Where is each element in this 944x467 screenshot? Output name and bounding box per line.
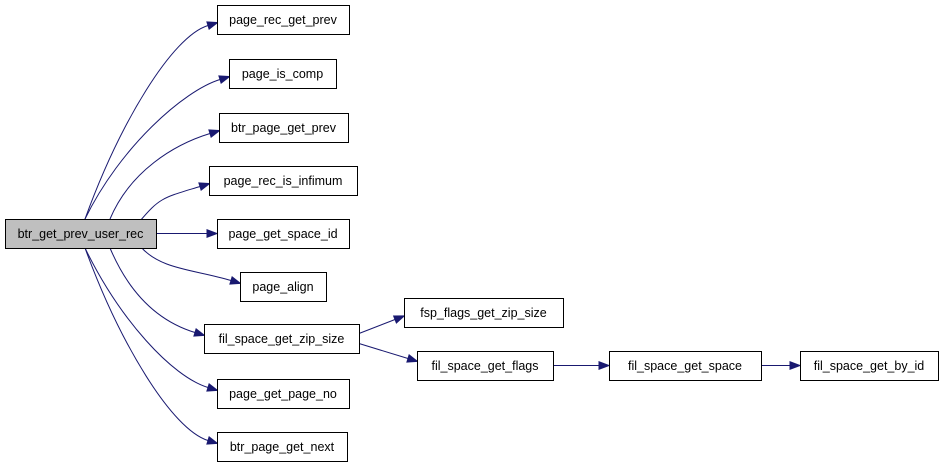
edge-line xyxy=(109,247,196,333)
node-page-get-page-no[interactable]: page_get_page_no xyxy=(217,379,350,409)
edge-line xyxy=(109,133,211,220)
node-fsp-flags-get-zip-size[interactable]: fsp_flags_get_zip_size xyxy=(404,298,564,328)
node-btr-get-prev-user-rec[interactable]: btr_get_prev_user_rec xyxy=(5,219,157,249)
edge-line xyxy=(84,79,221,220)
node-label: page_get_space_id xyxy=(228,227,337,241)
node-box xyxy=(217,219,350,249)
arrowhead-icon xyxy=(198,182,211,191)
node-box xyxy=(240,272,327,302)
edge-btr-get-prev-user-rec-to-page-rec-is-infimum xyxy=(139,182,211,222)
edge-btr-get-prev-user-rec-to-page-rec-get-prev xyxy=(84,21,219,220)
node-box xyxy=(219,113,349,143)
node-box xyxy=(217,5,350,35)
edge-fil-space-get-zip-size-to-fsp-flags-get-zip-size xyxy=(358,315,406,334)
node-label: btr_page_get_next xyxy=(230,440,335,454)
nodes-layer: btr_get_prev_user_rec page_rec_get_prevpa… xyxy=(5,5,939,462)
edge-fil-space-get-flags-to-fil-space-get-space xyxy=(553,360,611,371)
node-box xyxy=(229,59,337,89)
node-box xyxy=(417,351,554,381)
node-fil-space-get-zip-size[interactable]: fil_space_get_zip_size xyxy=(204,324,360,354)
arrowhead-icon xyxy=(218,75,231,84)
edge-line xyxy=(358,343,409,359)
edge-fil-space-get-zip-size-to-fil-space-get-flags xyxy=(358,343,419,363)
node-label: btr_page_get_prev xyxy=(231,121,337,135)
edge-btr-get-prev-user-rec-to-page-is-comp xyxy=(84,75,231,220)
node-label: page_rec_get_prev xyxy=(229,13,337,27)
edges-layer xyxy=(84,21,802,445)
node-box xyxy=(609,351,762,381)
node-label: fil_space_get_by_id xyxy=(814,359,925,373)
node-label: page_get_page_no xyxy=(229,387,337,401)
node-box xyxy=(217,432,348,462)
node-box xyxy=(5,219,157,249)
node-label: btr_get_prev_user_rec xyxy=(18,227,144,241)
edge-btr-get-prev-user-rec-to-fil-space-get-zip-size xyxy=(109,247,206,337)
arrowhead-icon xyxy=(598,360,611,371)
edge-btr-get-prev-user-rec-to-btr-page-get-next xyxy=(84,247,219,445)
node-page-rec-is-infimum[interactable]: page_rec_is_infimum xyxy=(209,166,358,196)
edge-line xyxy=(358,319,396,334)
arrowhead-icon xyxy=(206,228,219,239)
node-box xyxy=(209,166,358,196)
node-page-get-space-id[interactable]: page_get_space_id xyxy=(217,219,350,249)
edge-btr-get-prev-user-rec-to-page-get-page-no xyxy=(84,247,219,392)
node-box xyxy=(800,351,939,381)
node-label: page_align xyxy=(252,280,313,294)
edge-line xyxy=(139,245,232,281)
node-page-rec-get-prev[interactable]: page_rec_get_prev xyxy=(217,5,350,35)
arrowhead-icon xyxy=(206,436,219,445)
node-fil-space-get-space[interactable]: fil_space_get_space xyxy=(609,351,762,381)
node-label: fil_space_get_zip_size xyxy=(219,332,345,346)
node-box xyxy=(204,324,360,354)
edge-btr-get-prev-user-rec-to-page-align xyxy=(139,245,242,285)
node-label: page_rec_is_infimum xyxy=(224,174,343,188)
node-label: fil_space_get_space xyxy=(628,359,742,373)
node-btr-page-get-prev[interactable]: btr_page_get_prev xyxy=(219,113,349,143)
node-fil-space-get-by-id[interactable]: fil_space_get_by_id xyxy=(800,351,939,381)
edge-fil-space-get-space-to-fil-space-get-by-id xyxy=(761,360,802,371)
node-fil-space-get-flags[interactable]: fil_space_get_flags xyxy=(417,351,554,381)
arrowhead-icon xyxy=(206,383,219,392)
arrowhead-icon xyxy=(406,354,419,363)
edge-line xyxy=(84,247,209,441)
node-page-is-comp[interactable]: page_is_comp xyxy=(229,59,337,89)
edge-btr-get-prev-user-rec-to-btr-page-get-prev xyxy=(109,129,221,220)
node-box xyxy=(217,379,350,409)
node-btr-page-get-next[interactable]: btr_page_get_next xyxy=(217,432,348,462)
arrowhead-icon xyxy=(208,129,221,138)
node-label: fsp_flags_get_zip_size xyxy=(420,306,547,320)
node-label: fil_space_get_flags xyxy=(431,359,538,373)
arrowhead-icon xyxy=(229,276,242,285)
arrowhead-icon xyxy=(193,328,206,337)
arrowhead-icon xyxy=(392,315,406,324)
arrowhead-icon xyxy=(206,21,219,30)
node-label: page_is_comp xyxy=(242,67,323,81)
node-page-align[interactable]: page_align xyxy=(240,272,327,302)
node-box xyxy=(404,298,564,328)
edge-line xyxy=(84,247,209,388)
arrowhead-icon xyxy=(789,360,802,371)
edge-btr-get-prev-user-rec-to-page-get-space-id xyxy=(156,228,219,239)
edge-line xyxy=(139,186,201,222)
edge-line xyxy=(84,25,209,220)
